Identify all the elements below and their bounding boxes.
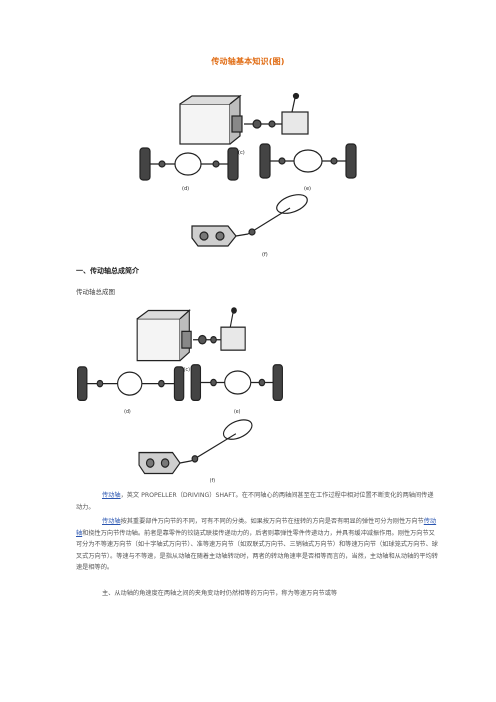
- drive-shaft-link[interactable]: 传动轴: [102, 492, 121, 499]
- figure-label-f: (f): [210, 478, 215, 484]
- page-title: 传动轴基本知识(图): [211, 57, 285, 66]
- figure-label-d: (d): [182, 186, 189, 192]
- figure-label-c: (c): [238, 150, 245, 156]
- paragraph-classification: 传动轴按其重要部件万向节的不同，可有不同的分类。如果按万向节在扭转的方向是否有明…: [76, 518, 438, 571]
- section-heading: 一、传动轴总成简介: [76, 267, 139, 275]
- figure-label-e: (e): [304, 186, 311, 192]
- figure-label-c: (c): [184, 367, 190, 373]
- figure-label-e: (e): [234, 409, 241, 415]
- drive-shaft-link[interactable]: 传动轴: [102, 518, 121, 525]
- drive-shaft-assembly-figure: (c) (d) (e) (f): [77, 307, 283, 484]
- figure-label-f: (f): [262, 252, 268, 258]
- drive-shaft-assembly-figure-top: (c) (d) (e) (f): [139, 92, 357, 258]
- figure-label-d: (d): [124, 409, 131, 415]
- paragraph-constant-velocity: 主、从动轴的角速度在两轴之间的夹角变动时仍然相等的万向节，称为等速万向节或等: [102, 590, 338, 597]
- drive-shaft-link[interactable]: 传动轴: [76, 518, 437, 537]
- paragraph-intro: 传动轴，英文 PROPELLER（DRIVING）SHAFT。在不同轴心的两轴间…: [76, 492, 434, 511]
- figure-caption: 传动轴总成图: [76, 288, 115, 296]
